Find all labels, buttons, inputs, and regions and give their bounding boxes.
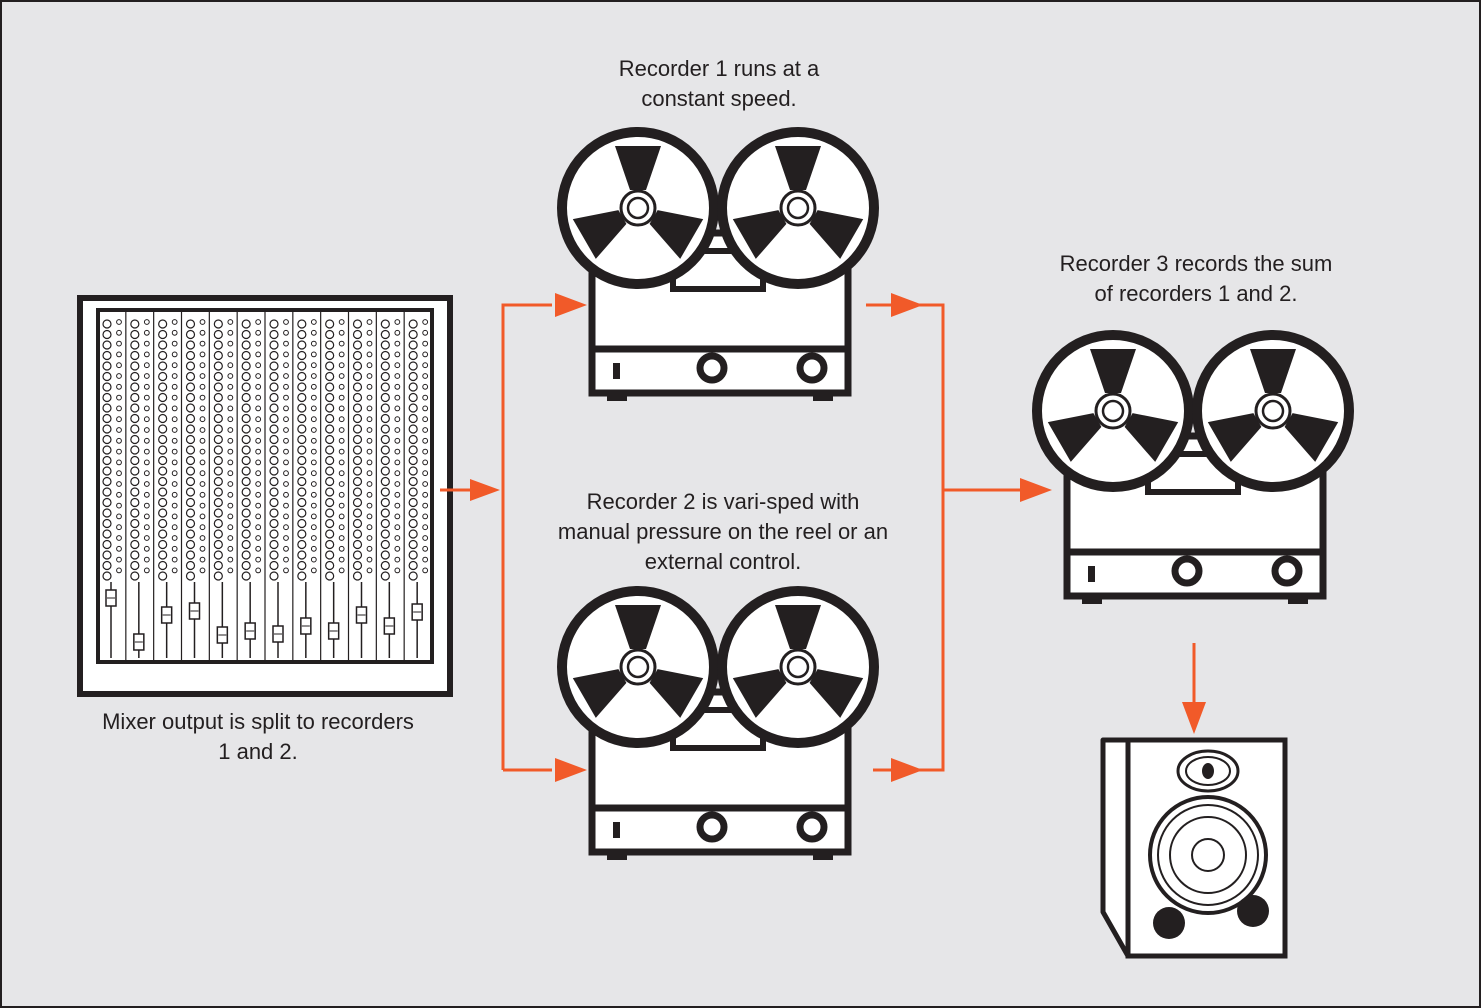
mixer-caption: Mixer output is split to recorders 1 and…	[58, 707, 458, 767]
recorder-3-caption: Recorder 3 records the sum of recorders …	[1021, 249, 1371, 309]
recorder-2-caption-line-1: Recorder 2 is vari-sped with	[586, 489, 860, 514]
recorder-3-caption-line-2: of recorders 1 and 2.	[1094, 281, 1298, 306]
arrow-head	[891, 758, 923, 782]
recorder-2-caption: Recorder 2 is vari-sped with manual pres…	[523, 487, 923, 577]
arrow-head	[555, 758, 587, 782]
sum-line	[918, 303, 945, 772]
arrow-head	[470, 479, 500, 501]
recorder-3-caption-line-1: Recorder 3 records the sum	[1059, 251, 1333, 276]
arrow-heads	[470, 293, 1206, 782]
arrow-head	[891, 293, 923, 317]
recorder-1-caption: Recorder 1 runs at a constant speed.	[569, 54, 869, 114]
split-line	[501, 303, 552, 770]
signal-arrows	[440, 303, 1196, 772]
mixer-caption-line-2: 1 and 2.	[218, 739, 298, 764]
arrow-head	[1182, 702, 1206, 734]
recorder-2-icon	[562, 591, 874, 860]
recorder-2-caption-line-3: external control.	[644, 549, 802, 574]
arrow-head	[1020, 478, 1052, 502]
mixer-caption-line-1: Mixer output is split to recorders	[102, 709, 414, 734]
recorder-1-caption-line-2: constant speed.	[641, 86, 797, 111]
recorder-1-icon	[562, 132, 874, 401]
recorder-2-caption-line-2: manual pressure on the reel or an	[557, 519, 889, 544]
mixer-icon	[77, 295, 453, 697]
recorder-3-icon	[1037, 335, 1349, 604]
arrow-head	[555, 293, 587, 317]
speaker-icon	[1100, 737, 1288, 959]
recorder-1-caption-line-1: Recorder 1 runs at a	[618, 56, 820, 81]
